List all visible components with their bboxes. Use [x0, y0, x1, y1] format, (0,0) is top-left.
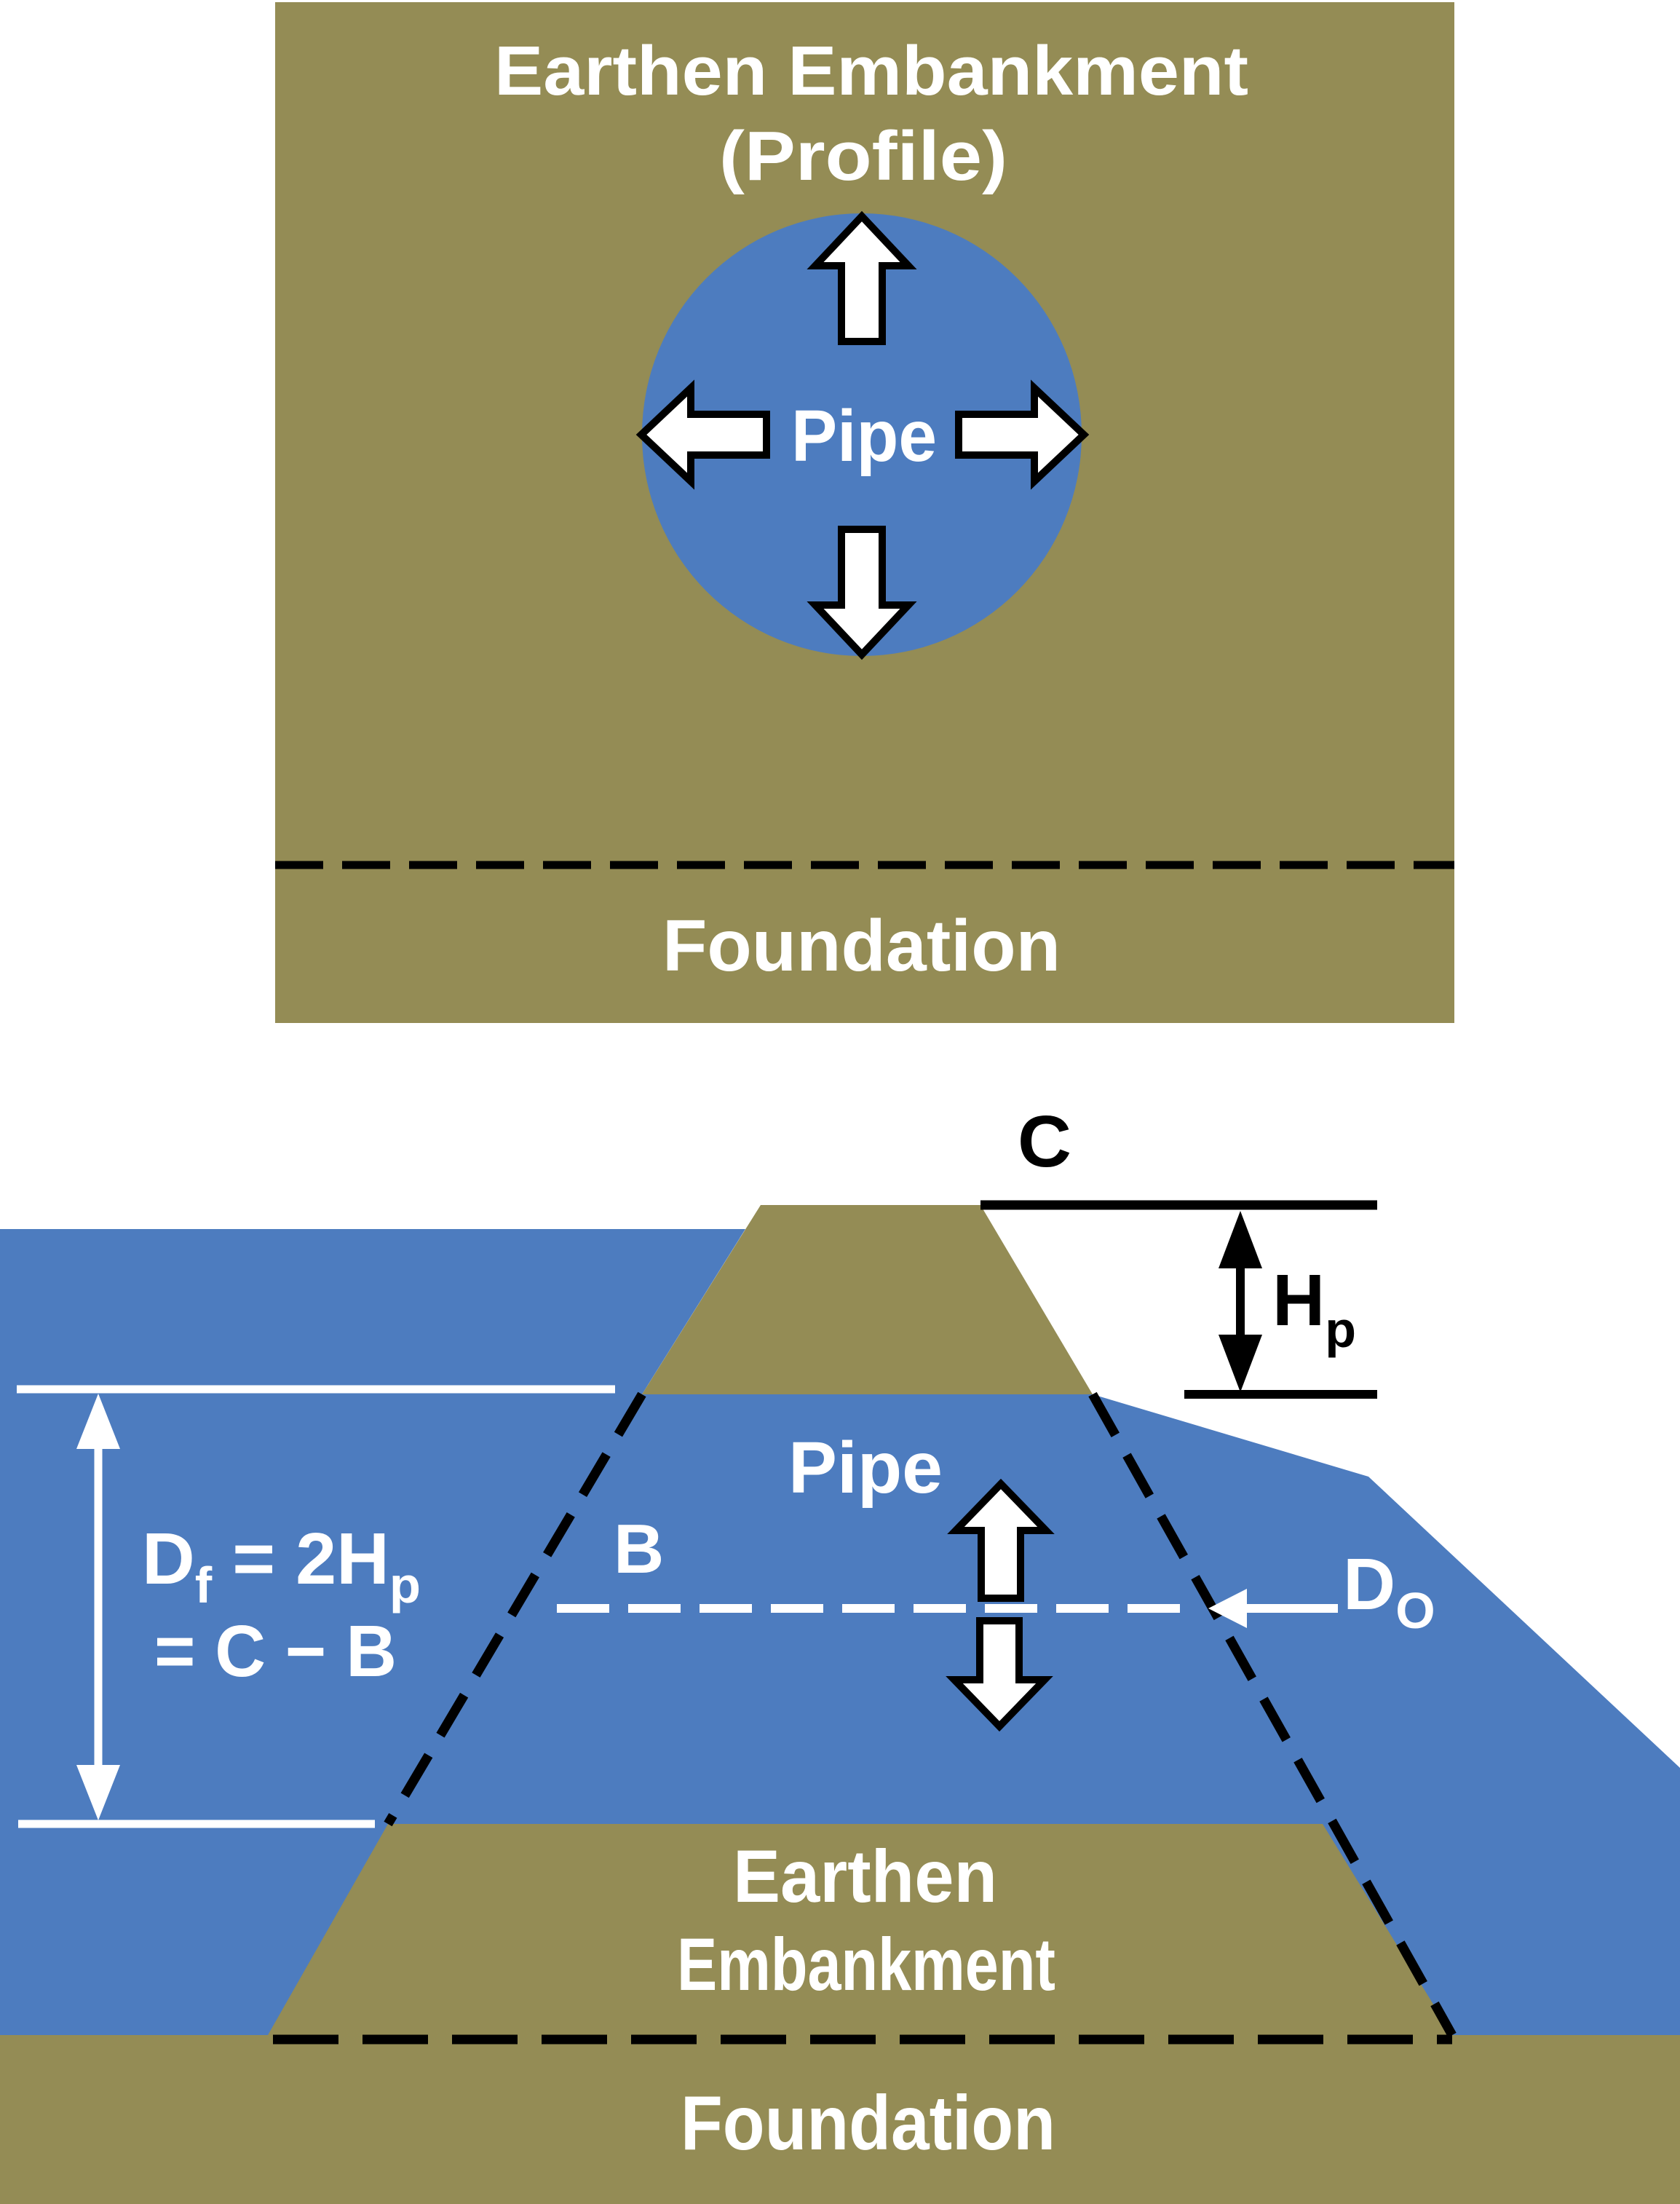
- hp-arrowhead-up-icon: [1219, 1211, 1262, 1268]
- df-formula-line2: = C − B: [154, 1611, 397, 1692]
- crest-label: C: [1018, 1101, 1071, 1182]
- profile-title-line2: (Profile): [719, 117, 1007, 195]
- profile-view-figure: Earthen Embankment (Profile) Pipe Founda…: [275, 2, 1454, 1023]
- pipe-circle: [642, 213, 1082, 656]
- hp-dimension-arrow: [1219, 1211, 1262, 1392]
- left-slope-dashed-line: [384, 1391, 646, 1827]
- section-foundation-label: Foundation: [681, 2080, 1055, 2166]
- do-arrow-shaft: [1247, 1604, 1338, 1613]
- cross-section-figure: C Hp Pipe B DO Df = 2Hp = C − B: [0, 1101, 1680, 2204]
- profile-foundation-label: Foundation: [662, 905, 1061, 987]
- hp-label: Hp: [1272, 1260, 1356, 1358]
- df-formula-line1: Df = 2Hp: [142, 1518, 421, 1613]
- section-pipe-label: Pipe: [788, 1427, 943, 1509]
- df-arrowhead-up-icon: [76, 1394, 120, 1449]
- do-arrowhead-left-icon: [1208, 1589, 1247, 1628]
- do-pointer-arrow: [1208, 1589, 1338, 1628]
- section-earthen-label-line2: Embankment: [677, 1923, 1055, 2006]
- profile-title-line1: Earthen Embankment: [494, 32, 1248, 110]
- df-dimension-arrow: [76, 1394, 120, 1820]
- embankment-lower-body: [268, 1824, 1452, 2035]
- do-label: DO: [1343, 1544, 1435, 1639]
- section-earthen-label-line1: Earthen: [733, 1835, 997, 1918]
- df-arrowhead-down-icon: [76, 1765, 120, 1820]
- profile-pipe-label: Pipe: [791, 395, 937, 477]
- hp-arrowhead-down-icon: [1219, 1335, 1262, 1392]
- right-slope-dashed-line: [1088, 1391, 1457, 2038]
- embankment-crest: [642, 1205, 1093, 1394]
- b-label: B: [614, 1510, 664, 1588]
- foundation-body: [0, 2035, 1680, 2204]
